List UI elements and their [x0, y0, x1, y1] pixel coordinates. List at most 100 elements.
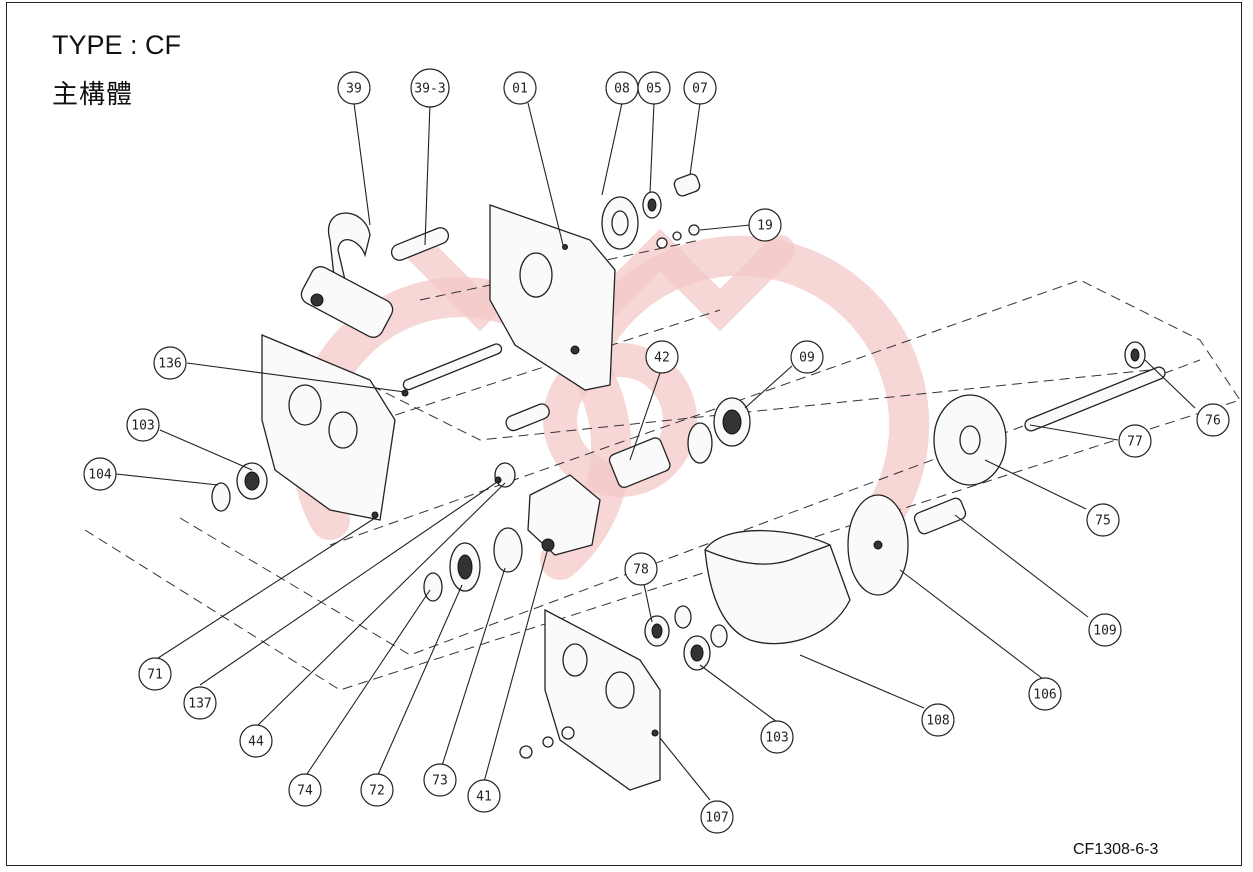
callout-circle: [921, 703, 955, 737]
callout-09: 09: [790, 340, 824, 374]
large-gear-parts: [847, 394, 1007, 596]
callout-label: 01: [512, 82, 528, 97]
leader-lines: [115, 102, 1196, 801]
rear-plate-part: [261, 334, 396, 521]
callout-circle: [1028, 677, 1062, 711]
callout-circle: [1086, 503, 1120, 537]
callout-108: 108: [921, 703, 955, 737]
callout-label: 39: [346, 82, 362, 97]
callout-label: 107: [705, 811, 728, 826]
callout-label: 77: [1127, 435, 1143, 450]
callout-label: 19: [757, 219, 773, 234]
callout-circle: [1088, 613, 1122, 647]
callout-78: 78: [624, 552, 658, 586]
callout-07: 07: [683, 71, 717, 105]
watermark-arc-right: [580, 235, 930, 540]
callout-circle: [1196, 403, 1230, 437]
callout-106: 106: [1028, 677, 1062, 711]
main-plate-part: [489, 204, 616, 391]
callout-39: 39: [337, 71, 371, 105]
callout-circle: [153, 346, 187, 380]
hook-part: [300, 212, 394, 338]
callout-label: 76: [1205, 414, 1221, 429]
callout-circle: [1118, 424, 1152, 458]
callout-label: 09: [799, 351, 815, 366]
callout-circle: [637, 71, 671, 105]
callout-circle: [239, 724, 273, 758]
shaft-part: [401, 343, 503, 397]
callout-label: 72: [369, 784, 385, 799]
callout-circle: [700, 800, 734, 834]
frame-border: [6, 2, 1242, 866]
callout-circle: [337, 71, 371, 105]
callout-73: 73: [423, 763, 457, 797]
drawing-code: CF1308-6-3: [1073, 841, 1159, 858]
callout-label: 74: [297, 784, 313, 799]
callout-label: 103: [765, 731, 788, 746]
lower-plate-part: [519, 608, 661, 791]
callout-75: 75: [1086, 503, 1120, 537]
gear-shaft-parts: [913, 341, 1166, 535]
left-bearing-parts: [211, 462, 516, 512]
callout-01: 01: [503, 71, 537, 105]
callout-label: 44: [248, 735, 264, 750]
page-subtitle: 主構體: [52, 80, 134, 110]
callout-label: 106: [1033, 688, 1056, 703]
callout-label: 41: [476, 790, 492, 805]
callout-circle: [645, 340, 679, 374]
callout-109: 109: [1088, 613, 1122, 647]
callout-137: 137: [183, 686, 217, 720]
callout-circle: [83, 457, 117, 491]
callout-bubbles: 39 39-3 01 08 05 07 19 136 42 09 76 103 104 77 75 109 78…: [83, 68, 1230, 834]
callout-104: 104: [83, 457, 117, 491]
callout-76: 76: [1196, 403, 1230, 437]
callout-44: 44: [239, 724, 273, 758]
callout-label: 136: [158, 357, 181, 372]
callout-77: 77: [1118, 424, 1152, 458]
bearing-parts-top: [601, 173, 701, 250]
callout-41: 41: [467, 779, 501, 813]
lower-bearing-parts: [644, 605, 728, 671]
callout-label: 73: [432, 774, 448, 789]
callout-label: 42: [654, 351, 670, 366]
callout-label: 39-3: [414, 82, 445, 97]
callout-circle: [410, 68, 450, 108]
callout-71: 71: [138, 657, 172, 691]
callout-label: 75: [1095, 514, 1111, 529]
callout-08: 08: [605, 71, 639, 105]
callout-label: 137: [188, 697, 211, 712]
callout-42: 42: [645, 340, 679, 374]
callout-circle: [288, 773, 322, 807]
callout-136: 136: [153, 346, 187, 380]
callout-circle: [467, 779, 501, 813]
callout-label: 07: [692, 82, 708, 97]
housing-part: [704, 529, 851, 645]
callout-label: 108: [926, 714, 949, 729]
callout-label: 103: [131, 419, 154, 434]
callout-103: 103: [760, 720, 794, 754]
callout-circle: [138, 657, 172, 691]
callout-label: 08: [614, 82, 630, 97]
callout-72: 72: [360, 773, 394, 807]
callout-39-3: 39-3: [410, 68, 450, 108]
callout-circle: [683, 71, 717, 105]
callout-05: 05: [637, 71, 671, 105]
callout-103: 103: [126, 408, 160, 442]
page-title: TYPE : CF: [52, 30, 182, 60]
callout-circle: [360, 773, 394, 807]
callout-19: 19: [748, 208, 782, 242]
callout-circle: [624, 552, 658, 586]
callout-circle: [423, 763, 457, 797]
central-gear-part: [505, 397, 751, 556]
callout-107: 107: [700, 800, 734, 834]
callout-label: 109: [1093, 624, 1116, 639]
callout-circle: [760, 720, 794, 754]
pin-part: [390, 227, 450, 261]
callout-label: 78: [633, 563, 649, 578]
callout-label: 05: [646, 82, 662, 97]
callout-74: 74: [288, 773, 322, 807]
callout-circle: [790, 340, 824, 374]
callout-circle: [503, 71, 537, 105]
